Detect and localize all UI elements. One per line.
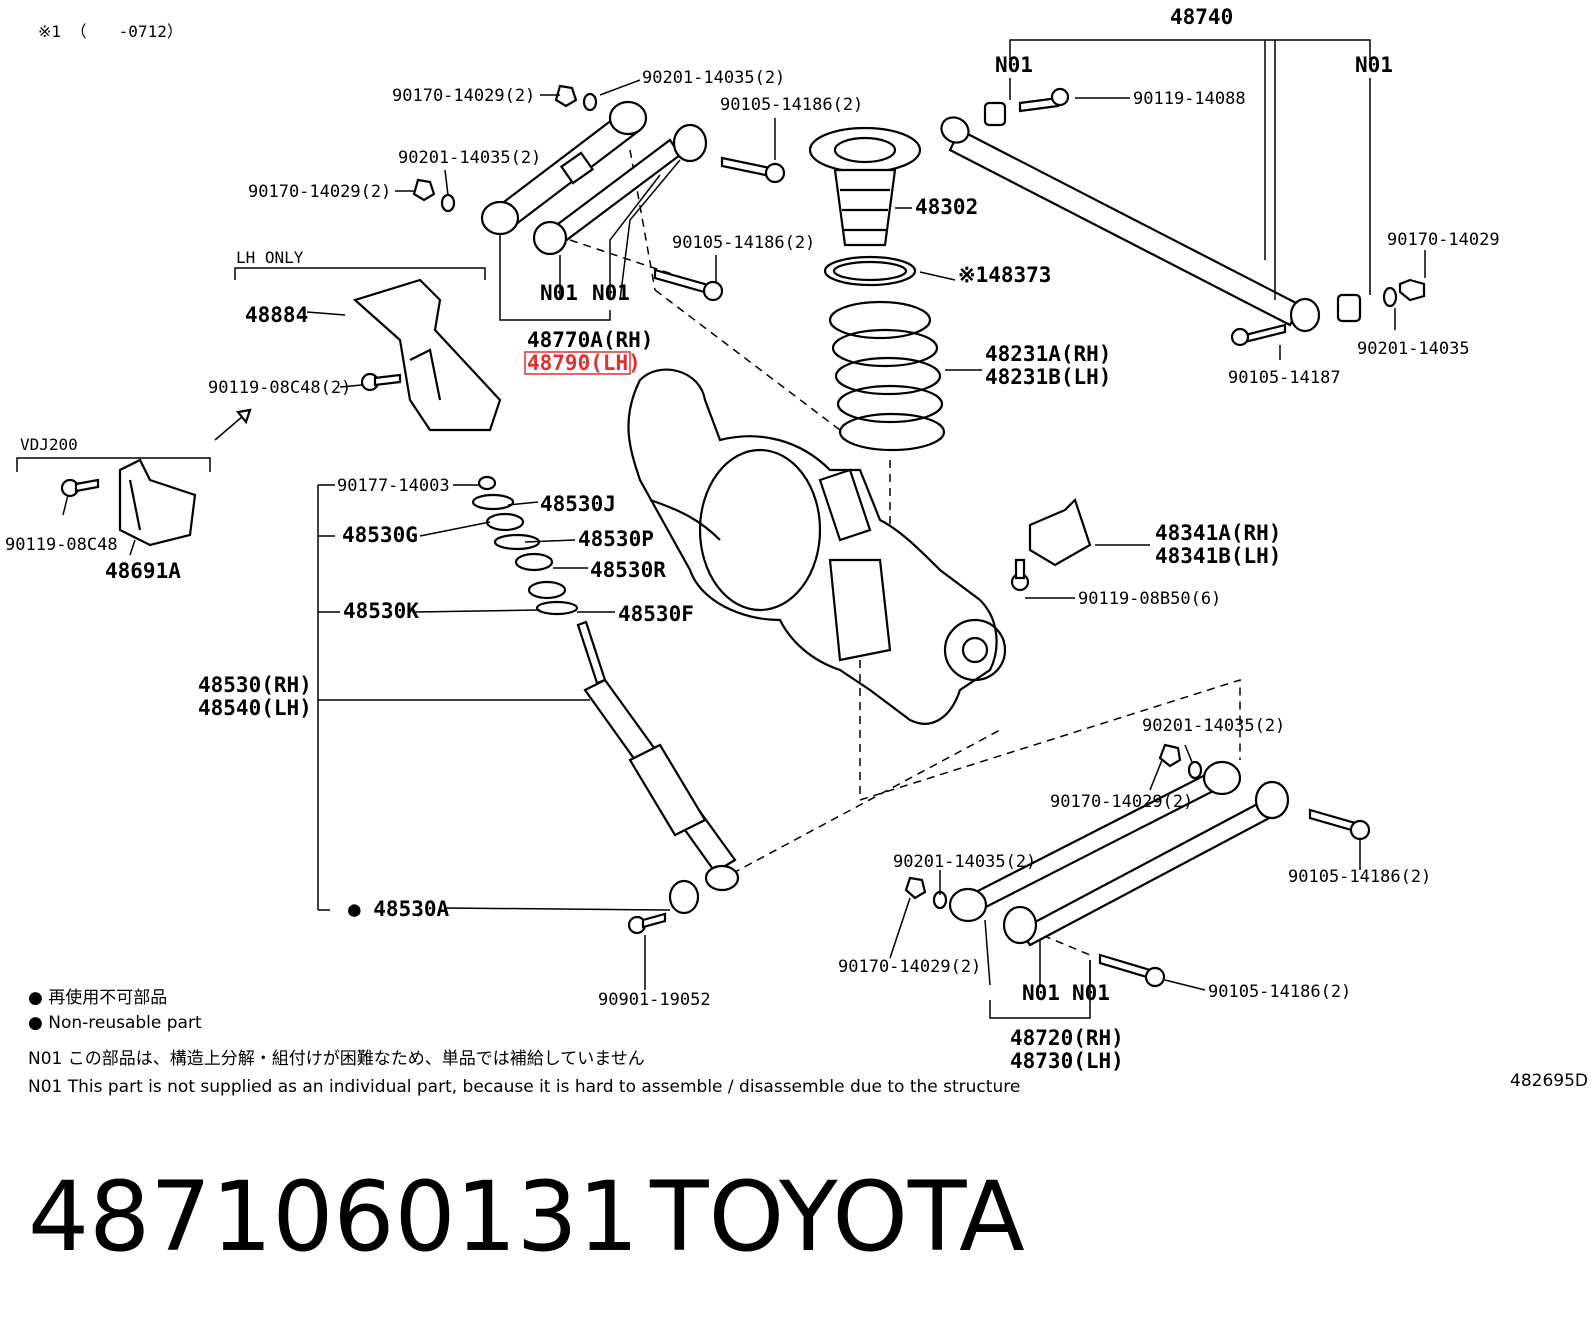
- callout-48884: 48884: [245, 303, 308, 327]
- callout-48730: 48730(LH): [1010, 1049, 1124, 1073]
- callout-48691a: 48691A: [105, 559, 181, 583]
- callout-90170-14029: 90170-14029(2): [392, 86, 535, 106]
- callout-48530f: 48530F: [618, 602, 694, 626]
- callout-48530k: 48530K: [343, 599, 419, 623]
- bracket-48691a: [118, 458, 197, 547]
- callout-48530p: 48530P: [578, 527, 654, 551]
- lateral-control-rod: [940, 101, 1362, 333]
- lh-only-label: LH ONLY: [236, 248, 304, 267]
- callout-n01: N01: [540, 281, 578, 305]
- callout-48530a: ● 48530A: [348, 897, 450, 921]
- callout-90170-14029: 90170-14029(2): [248, 182, 391, 202]
- callout-48790-highlighted: 48790(LH): [527, 351, 641, 375]
- callout-n01: N01: [995, 53, 1033, 77]
- bolt-90119-14088: [1018, 87, 1070, 113]
- vdj200-label: VDJ200: [20, 435, 78, 454]
- callout-90119-14088: 90119-14088: [1133, 89, 1246, 109]
- callout-90201-14035: 90201-14035(2): [398, 148, 541, 168]
- callout-48770a: 48770A(RH): [527, 328, 653, 352]
- callout-90105-14186: 90105-14186(2): [1288, 867, 1431, 887]
- callout-90177-14003: 90177-14003: [337, 476, 450, 496]
- callout-90105-14187: 90105-14187: [1228, 368, 1341, 388]
- axle-housing: [627, 368, 1007, 725]
- bolts-brackets: [60, 372, 1030, 592]
- callout-48530r: 48530R: [590, 558, 666, 582]
- bracket-48341: [1028, 497, 1092, 567]
- highlight-box: [524, 351, 631, 375]
- callout-n01: N01: [1072, 981, 1110, 1005]
- callout-90105-14186: 90105-14186(2): [1208, 982, 1351, 1002]
- callout-90201-14035: 90201-14035: [1357, 339, 1470, 359]
- shock-absorber: [471, 475, 740, 935]
- callout-90170-14029: 90170-14029(2): [1050, 792, 1193, 812]
- callout-90901-19052: 90901-19052: [598, 990, 711, 1010]
- callout-n01: N01: [1022, 981, 1060, 1005]
- callout-48341b: 48341B(LH): [1155, 544, 1281, 568]
- note-mark: ※1 （ -0712）: [38, 22, 183, 41]
- bolts-lower-arm: [904, 743, 1371, 988]
- callout-90119-08c48: 90119-08C48: [5, 535, 118, 555]
- callout-48720: 48720(RH): [1010, 1026, 1124, 1050]
- callout-90105-14186: 90105-14186(2): [672, 233, 815, 253]
- callout-48740: 48740: [1170, 5, 1233, 29]
- callout-90201-14035: 90201-14035(2): [893, 852, 1036, 872]
- callout-48530-rh: 48530(RH): [198, 673, 312, 697]
- callout-n01: N01: [592, 281, 630, 305]
- legend-n01-jp: N01 この部品は、構造上分解・組付けが困難なため、単品では補給していません: [28, 1049, 645, 1069]
- callout-48302: 48302: [915, 195, 978, 219]
- callout-48231b: 48231B(LH): [985, 365, 1111, 389]
- callout-48231a: 48231A(RH): [985, 342, 1111, 366]
- lower-control-arm: [948, 760, 1290, 947]
- upper-control-arm: [480, 100, 708, 256]
- coil-spring: [828, 300, 946, 452]
- callout-48530g: 48530G: [342, 523, 418, 547]
- leader-lines: [16, 39, 1426, 1019]
- brand-name: TOYOTA: [649, 1161, 1025, 1273]
- labels: ※1 （ -0712） 48740 N01 N01 90119-14088 90…: [5, 5, 1588, 1273]
- legend-nonreusable-en: ● Non-reusable part: [28, 1013, 202, 1033]
- diagram-id: 482695D: [1510, 1071, 1588, 1091]
- legend-nonreusable-jp: ● 再使用不可部品: [28, 987, 167, 1008]
- part-number: 4871060131: [28, 1161, 639, 1273]
- callout-48530j: 48530J: [540, 492, 616, 516]
- callout-90119-08b50: 90119-08B50(6): [1078, 589, 1221, 609]
- callout-90119-08c48: 90119-08C48(2): [208, 378, 351, 398]
- callout-90201-14035: 90201-14035(2): [642, 68, 785, 88]
- bolts-upper-arm: [412, 84, 786, 302]
- callout-90105-14186: 90105-14186(2): [720, 95, 863, 115]
- callout-48373: ※148373: [958, 263, 1051, 287]
- insulator-48373: [823, 255, 917, 287]
- callout-90170-14029: 90170-14029(2): [838, 957, 981, 977]
- callout-48341a: 48341A(RH): [1155, 521, 1281, 545]
- bump-stopper-48302: [808, 126, 922, 247]
- callout-90201-14035: 90201-14035(2): [1142, 716, 1285, 736]
- callout-n01: N01: [1355, 53, 1393, 77]
- arrow-indicator: [214, 408, 252, 441]
- legend-n01-en: N01 This part is not supplied as an indi…: [28, 1077, 1020, 1097]
- callout-90170-14029: 90170-14029: [1387, 230, 1500, 250]
- nut-washer-right-top: [1230, 278, 1426, 347]
- bracket-48884: [352, 278, 502, 432]
- callout-48540-lh: 48540(LH): [198, 696, 312, 720]
